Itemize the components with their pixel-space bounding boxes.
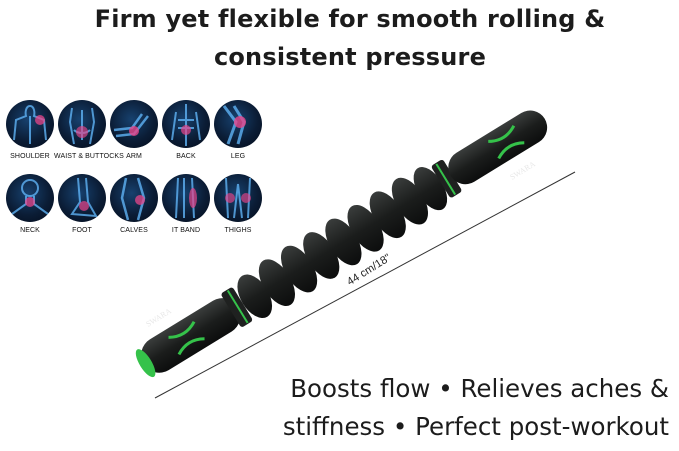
body-area-label: CALVES — [120, 227, 148, 234]
back-anatomy-icon — [162, 100, 210, 148]
arm-anatomy-icon — [110, 100, 158, 148]
body-area-label: WAIST & BUTTOCKS — [54, 153, 124, 160]
body-area-shoulder: SHOULDER — [2, 100, 58, 161]
headline: Firm yet flexible for smooth rolling & c… — [90, 0, 610, 76]
it-band-anatomy-icon — [162, 174, 210, 222]
body-area-back: BACK — [158, 100, 214, 161]
tagline: Boosts flow • Relieves aches & stiffness… — [232, 370, 679, 446]
tagline-line-2: stiffness • Perfect post-workout — [282, 412, 669, 441]
neck-anatomy-icon — [6, 174, 54, 222]
waist-anatomy-icon — [58, 100, 106, 148]
top-grip-accent — [488, 125, 525, 160]
thighs-anatomy-icon — [214, 174, 262, 222]
body-area-thighs: THIGHS — [210, 174, 266, 235]
brand-logo-top: SWARA — [508, 159, 537, 181]
body-area-label: LEG — [230, 153, 246, 160]
headline-line-1: Firm yet flexible for smooth rolling & — [94, 5, 606, 33]
body-area-grid: SHOULDER WAIST & BUTTOCKS ARM BACK LEG N… — [2, 100, 272, 240]
body-area-it-band: IT BAND — [158, 174, 214, 235]
body-area-label: THIGHS — [224, 227, 252, 234]
foot-anatomy-icon — [58, 174, 106, 222]
body-area-label: NECK — [20, 227, 40, 234]
body-area-neck: NECK — [2, 174, 58, 235]
body-area-label: ARM — [126, 153, 142, 160]
body-area-waist: WAIST & BUTTOCKS — [54, 100, 124, 161]
body-area-arm: ARM — [106, 100, 162, 161]
body-area-foot: FOOT — [54, 174, 110, 235]
body-area-label: FOOT — [72, 227, 92, 234]
leg-anatomy-icon — [214, 100, 262, 148]
body-area-label: IT BAND — [171, 227, 201, 234]
body-area-label: SHOULDER — [10, 153, 50, 160]
body-area-leg: LEG — [210, 100, 266, 161]
bottom-end-cap — [135, 349, 156, 378]
body-area-calves: CALVES — [106, 174, 162, 235]
brand-logo-bottom: SWARA — [144, 306, 173, 328]
top-handle — [448, 110, 548, 185]
dimension-line — [154, 171, 576, 399]
bottom-grip-accent — [168, 320, 205, 356]
bottom-handle — [141, 298, 241, 373]
calves-anatomy-icon — [110, 174, 158, 222]
tagline-line-1: Boosts flow • Relieves aches & — [290, 374, 669, 403]
headline-line-2: consistent pressure — [213, 43, 487, 71]
roller-nodes — [237, 167, 448, 318]
body-area-label: BACK — [176, 153, 196, 160]
shoulder-anatomy-icon — [6, 100, 54, 148]
